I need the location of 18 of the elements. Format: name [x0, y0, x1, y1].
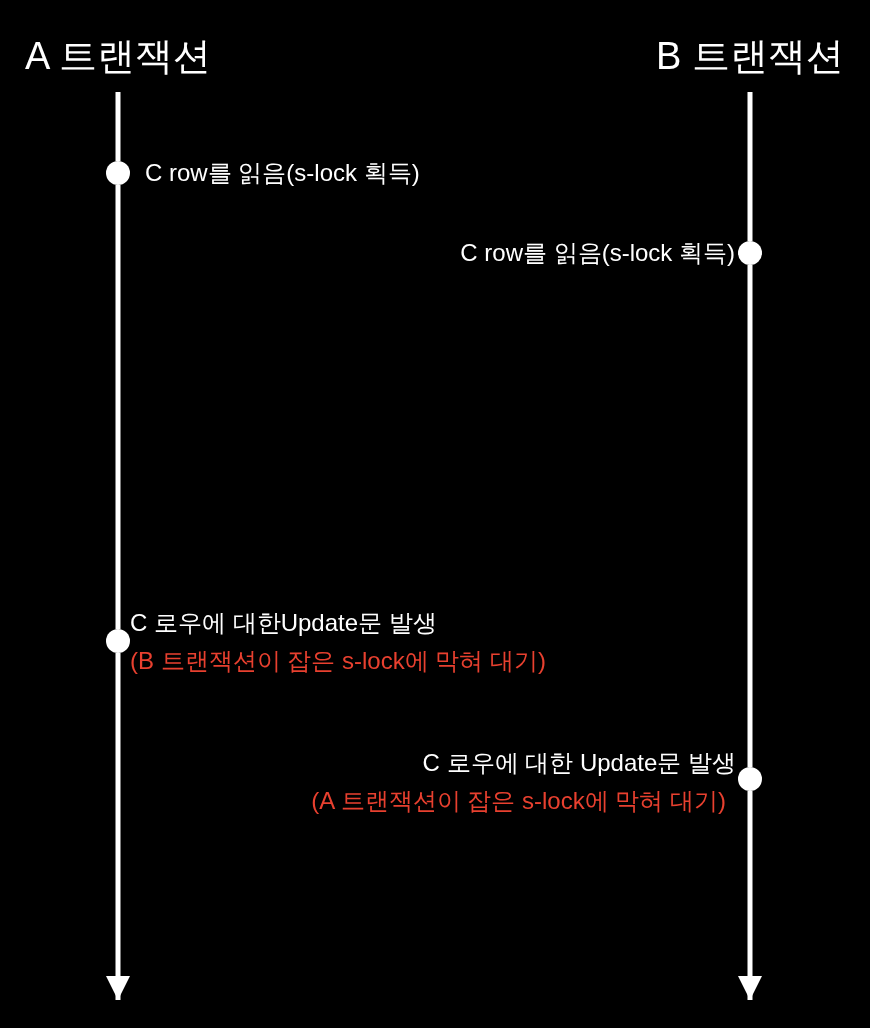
- event-dot: [738, 241, 762, 265]
- timeline-line: [747, 265, 753, 767]
- event-dot: [106, 161, 130, 185]
- wait-note: (B 트랜잭션이 잡은 s-lock에 막혀 대기): [130, 646, 546, 676]
- event-text: C 로우에 대한Update문 발생: [130, 608, 437, 638]
- event-text: C row를 읽음(s-lock 획득): [460, 238, 735, 268]
- event-text: C 로우에 대한 Update문 발생: [422, 748, 736, 778]
- timeline-arrow: [738, 791, 762, 1000]
- timeline-line: [747, 92, 753, 241]
- event-text: C row를 읽음(s-lock 획득): [145, 158, 420, 188]
- lane-title: A 트랜잭션: [25, 34, 211, 78]
- lane-title: B 트랜잭션: [656, 34, 844, 78]
- wait-note: (A 트랜잭션이 잡은 s-lock에 막혀 대기): [311, 786, 726, 816]
- timeline-line: [115, 185, 121, 629]
- event-dot: [738, 767, 762, 791]
- timeline-line: [115, 92, 121, 161]
- timeline-arrow: [106, 653, 130, 1000]
- event-dot: [106, 629, 130, 653]
